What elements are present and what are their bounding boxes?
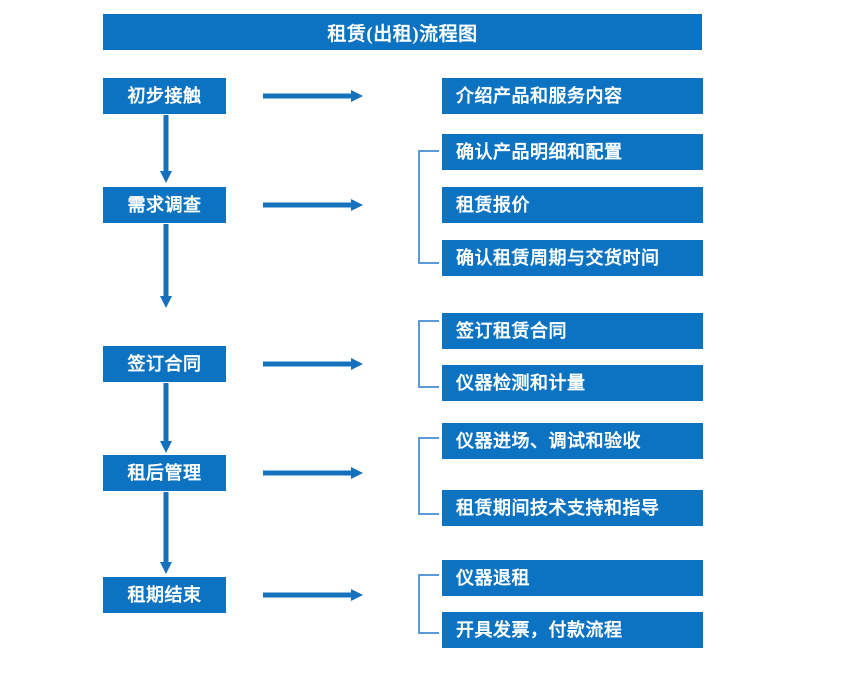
down-arrow-icon-stage-4-to-5 — [160, 492, 172, 574]
right-arrow-icon-stage-1 — [263, 90, 363, 102]
down-arrow-icon-stage-1-to-2 — [160, 115, 172, 183]
detail-box-intro-products[interactable]: 介绍产品和服务内容 — [442, 78, 703, 114]
page-title: 租赁(出租)流程图 — [103, 14, 702, 50]
right-arrow-icon-stage-3 — [263, 358, 363, 370]
detail-box-confirm-period-delivery[interactable]: 确认租赁周期与交货时间 — [442, 240, 703, 276]
detail-box-instrument-inspection[interactable]: 仪器检测和计量 — [442, 365, 703, 401]
down-arrow-icon-stage-3-to-4 — [160, 383, 172, 453]
detail-box-technical-support[interactable]: 租赁期间技术支持和指导 — [442, 490, 703, 526]
right-arrow-icon-stage-5 — [263, 589, 363, 601]
detail-box-invoice-payment[interactable]: 开具发票，付款流程 — [442, 612, 703, 648]
stage-box-post-rental-management[interactable]: 租后管理 — [103, 455, 226, 491]
right-arrow-icon-stage-2 — [263, 199, 363, 211]
group-bracket-stage-3 — [418, 320, 439, 388]
detail-box-sign-rental-contract[interactable]: 签订租赁合同 — [442, 313, 703, 349]
group-bracket-stage-5 — [418, 574, 439, 634]
detail-box-instrument-entry-commissioning[interactable]: 仪器进场、调试和验收 — [442, 423, 703, 459]
group-bracket-stage-2 — [418, 150, 439, 264]
stage-box-rental-end[interactable]: 租期结束 — [103, 577, 226, 613]
stage-box-demand-survey[interactable]: 需求调查 — [103, 187, 226, 223]
detail-box-rental-quote[interactable]: 租赁报价 — [442, 187, 703, 223]
stage-box-initial-contact[interactable]: 初步接触 — [103, 78, 226, 114]
stage-box-sign-contract[interactable]: 签订合同 — [103, 346, 226, 382]
detail-box-instrument-return[interactable]: 仪器退租 — [442, 560, 703, 596]
right-arrow-icon-stage-4 — [263, 467, 363, 479]
detail-box-confirm-product-spec[interactable]: 确认产品明细和配置 — [442, 134, 703, 170]
down-arrow-icon-stage-2-to-3 — [160, 224, 172, 308]
group-bracket-stage-4 — [418, 437, 439, 515]
